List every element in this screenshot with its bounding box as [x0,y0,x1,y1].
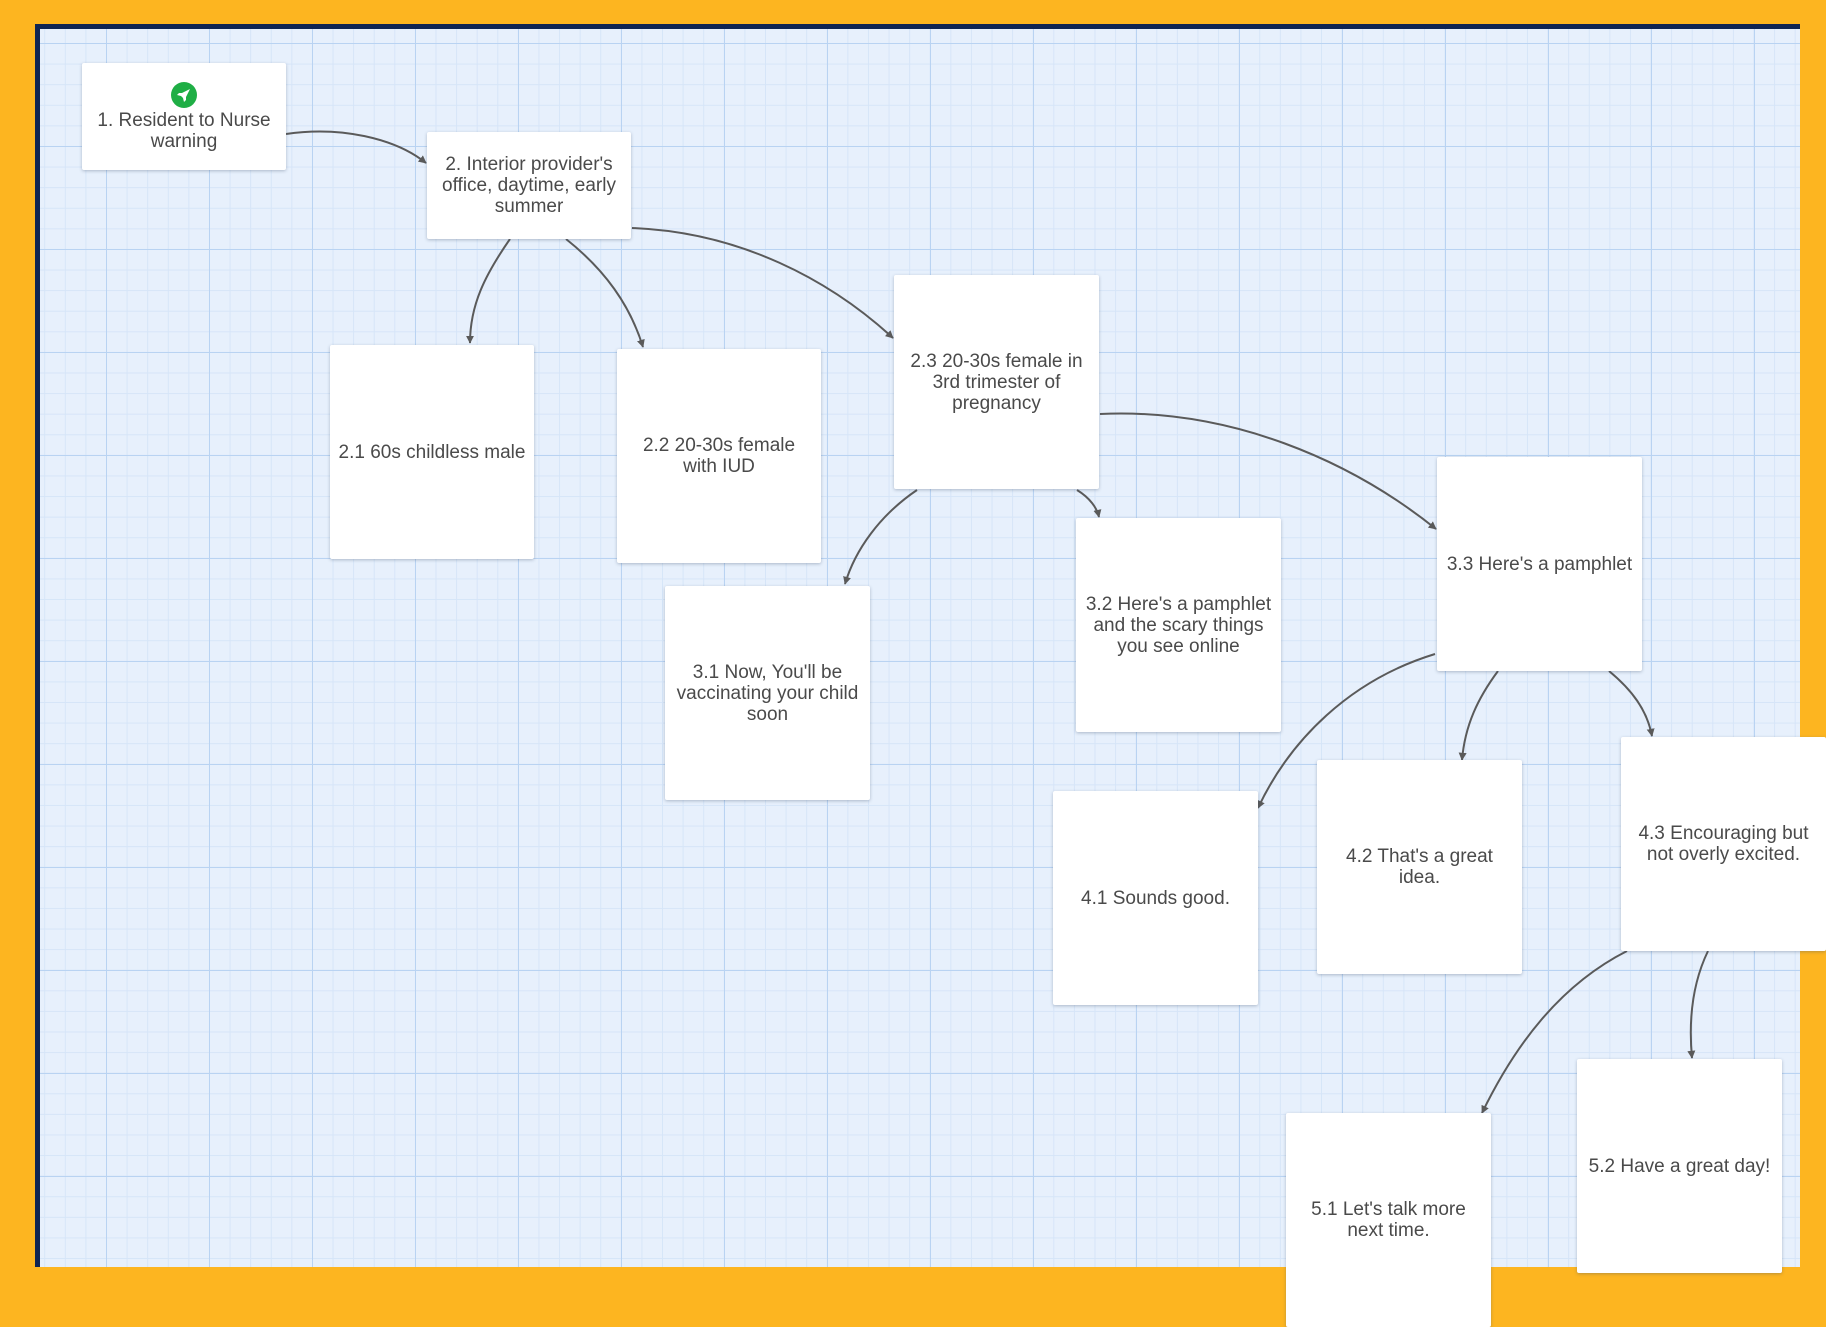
passage-2-3-female-third-trimester[interactable]: 2.3 20-30s female in 3rd trimester of pr… [894,275,1099,489]
passage-5-1-talk-more-next-time[interactable]: 5.1 Let's talk more next time. [1286,1113,1491,1327]
link-2-to-2-3 [631,227,894,339]
passage-4-2-great-idea[interactable]: 4.2 That's a great idea. [1317,760,1522,974]
link-4-3-to-5-2 [1687,950,1709,1059]
passage-3-2-label: 3.2 Here's a pamphlet and the scary thin… [1085,593,1272,657]
passage-1-label: 1. Resident to Nurse warning [97,109,271,152]
passage-4-1-sounds-good[interactable]: 4.1 Sounds good. [1053,791,1258,1005]
passage-1-resident-to-nurse-warning[interactable]: 1. Resident to Nurse warning [82,63,286,170]
link-4-3-to-5-1 [1481,950,1628,1114]
passage-3-2-pamphlet-and-scary-things[interactable]: 3.2 Here's a pamphlet and the scary thin… [1076,518,1281,732]
passage-3-3-pamphlet[interactable]: 3.3 Here's a pamphlet [1437,457,1642,671]
passage-4-3-encouraging[interactable]: 4.3 Encouraging but not overly excited. [1621,737,1826,951]
link-2-to-2-1 [466,238,511,344]
passage-3-1-label: 3.1 Now, You'll be vaccinating your chil… [676,661,859,725]
passage-2-3-label: 2.3 20-30s female in 3rd trimester of pr… [910,350,1083,414]
link-3-3-to-4-1 [1257,653,1436,809]
connector-layer [285,130,1709,1114]
passage-5-2-have-a-great-day[interactable]: 5.2 Have a great day! [1577,1059,1782,1273]
passage-5-1-label: 5.1 Let's talk more next time. [1311,1199,1466,1241]
passage-2-2-female-with-iud[interactable]: 2.2 20-30s female with IUD [617,349,821,563]
link-2-3-to-3-2 [1076,489,1102,518]
passage-4-2-label: 4.2 That's a great idea. [1346,846,1493,888]
passage-2-1-label: 2.1 60s childless male [338,441,526,463]
link-2-3-to-3-1 [843,489,918,585]
passage-5-2-label: 5.2 Have a great day! [1588,1155,1771,1177]
passage-2-label: 2. Interior provider's office, daytime, … [442,154,616,217]
passage-2-1-childless-male[interactable]: 2.1 60s childless male [330,345,534,559]
link-1-to-2 [285,130,427,164]
passage-4-3-label: 4.3 Encouraging but not overly excited. [1638,823,1809,865]
passage-2-2-label: 2.2 20-30s female with IUD [642,435,796,477]
rocket-icon [171,81,197,108]
link-3-3-to-4-2 [1458,670,1499,761]
link-2-to-2-2 [565,238,645,348]
passage-3-3-label: 3.3 Here's a pamphlet [1446,553,1633,575]
passage-3-1-vaccinating-child[interactable]: 3.1 Now, You'll be vaccinating your chil… [665,586,870,800]
link-2-3-to-3-3 [1099,412,1437,530]
passage-2-interior-office[interactable]: 2. Interior provider's office, daytime, … [427,132,631,239]
link-3-3-to-4-3 [1608,670,1655,737]
passage-4-1-label: 4.1 Sounds good. [1081,887,1230,909]
